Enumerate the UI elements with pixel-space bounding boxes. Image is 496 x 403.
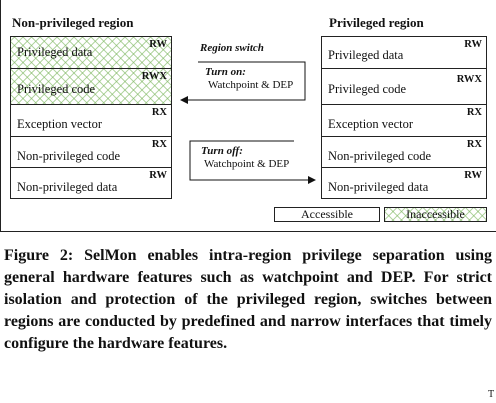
left-row-non-privileged-code: Non-privileged code RX xyxy=(11,136,171,167)
permission-label: RWX xyxy=(141,71,167,82)
right-row-non-privileged-code: Non-privileged code RX xyxy=(322,136,486,167)
left-row-exception-vector: Exception vector RX xyxy=(11,104,171,136)
turn-off-label: Turn off: xyxy=(201,145,243,157)
row-label: Non-privileged code xyxy=(17,149,121,163)
left-region-title: Non-privileged region xyxy=(12,15,134,30)
turn-off-arrow xyxy=(189,140,316,184)
permission-label: RW xyxy=(464,39,482,50)
row-label: Non-privileged data xyxy=(17,180,118,194)
turn-on-label: Turn on: xyxy=(205,66,246,78)
legend-inaccessible-label: Inaccessible xyxy=(406,207,465,221)
row-label: Non-privileged code xyxy=(328,149,432,163)
right-row-privileged-code: Privileged code RWX xyxy=(322,68,486,104)
right-row-privileged-data: Privileged data RW xyxy=(322,37,486,68)
permission-label: RW xyxy=(149,39,167,50)
left-row-non-privileged-data: Non-privileged data RW xyxy=(11,167,171,198)
legend-accessible: Accessible xyxy=(274,207,380,222)
left-row-privileged-code: Privileged code RWX xyxy=(11,68,171,104)
turn-off-detail: Watchpoint & DEP xyxy=(204,158,290,170)
permission-label: RWX xyxy=(456,74,482,85)
turn-on-arrow xyxy=(180,61,306,104)
permission-label: RX xyxy=(466,107,482,118)
left-row-privileged-data: Privileged data RW xyxy=(11,37,171,68)
right-region-title: Privileged region xyxy=(329,15,424,30)
legend-inaccessible: Inaccessible xyxy=(384,207,487,222)
left-margin-rule xyxy=(0,0,1,232)
permission-label: RX xyxy=(151,139,167,150)
permission-label: RX xyxy=(466,139,482,150)
row-label: Privileged code xyxy=(328,82,407,96)
figure-caption: Figure 2: SelMon enables intra-region pr… xyxy=(4,247,492,352)
left-region-memory-map: Privileged data RW Privileged code RWX E… xyxy=(10,36,172,199)
region-switch-title: Region switch xyxy=(200,42,264,54)
corner-mark: T xyxy=(488,389,495,400)
permission-label: RX xyxy=(151,107,167,118)
row-label: Privileged code xyxy=(17,82,96,96)
figure-divider xyxy=(0,231,496,232)
permission-label: RW xyxy=(149,170,167,181)
turn-on-detail: Watchpoint & DEP xyxy=(208,79,294,91)
row-label: Privileged data xyxy=(328,48,404,62)
row-label: Exception vector xyxy=(17,117,103,131)
right-region-memory-map: Privileged data RW Privileged code RWX E… xyxy=(321,36,487,199)
right-row-exception-vector: Exception vector RX xyxy=(322,104,486,136)
legend-accessible-label: Accessible xyxy=(301,207,353,221)
row-label: Exception vector xyxy=(328,117,414,131)
row-label: Privileged data xyxy=(17,45,93,59)
permission-label: RW xyxy=(464,170,482,181)
row-label: Non-privileged data xyxy=(328,180,429,194)
region-switch-arrows xyxy=(180,61,316,184)
right-row-non-privileged-data: Non-privileged data RW xyxy=(322,167,486,198)
